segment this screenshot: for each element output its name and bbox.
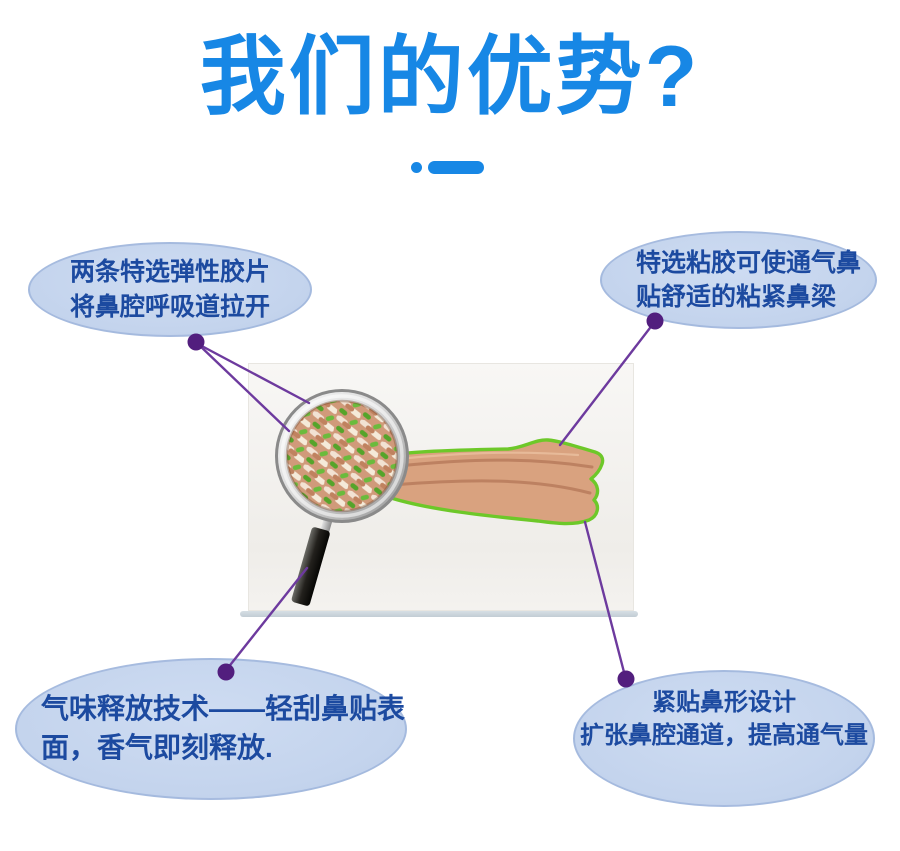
nasal-strip-illustration xyxy=(356,438,605,526)
magnifier-lens-texture xyxy=(287,401,397,511)
callout-text-line: 紧贴鼻形设计 xyxy=(652,689,796,716)
title-divider-dash-icon xyxy=(428,161,484,174)
callout-bottom-right: 紧贴鼻形设计 扩张鼻腔通道，提高通气量 xyxy=(573,670,875,807)
callout-text-line: 气味释放技术——轻刮鼻贴表 xyxy=(41,693,406,725)
callout-top-left: 两条特选弹性胶片 将鼻腔呼吸道拉开 xyxy=(28,242,312,337)
callout-text-line: 贴舒适的粘紧鼻梁 xyxy=(636,283,837,311)
callout-text-line: 面，香气即刻释放. xyxy=(41,732,273,763)
product-photo xyxy=(248,363,634,611)
photo-shadow-line xyxy=(240,611,638,617)
callout-text-line: 两条特选弹性胶片 xyxy=(69,258,270,286)
title-divider-dot-icon xyxy=(411,162,422,173)
magnifying-glass-illustration xyxy=(275,389,409,606)
callout-text-line: 特选粘胶可使通气鼻 xyxy=(636,248,862,277)
callout-text-line: 将鼻腔呼吸道拉开 xyxy=(69,292,270,321)
callout-top-right: 特选粘胶可使通气鼻 贴舒适的粘紧鼻梁 xyxy=(600,231,877,329)
callout-bottom-left: 气味释放技术——轻刮鼻贴表 面，香气即刻释放. xyxy=(15,658,407,800)
callout-text-line: 扩张鼻腔通道，提高通气量 xyxy=(580,722,868,750)
page-title: 我们的优势? xyxy=(199,29,701,125)
